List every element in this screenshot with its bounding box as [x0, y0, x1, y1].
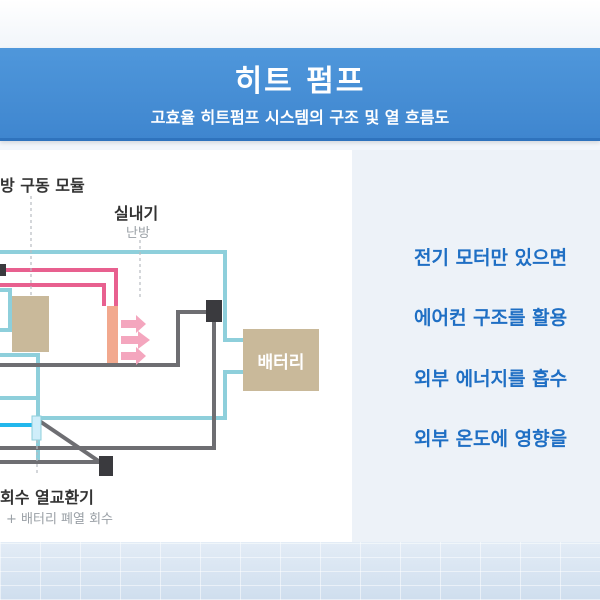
exchanger-box	[31, 415, 42, 441]
exchanger-label: 회수 열교환기	[0, 488, 94, 507]
hot-line-second	[0, 283, 106, 306]
point-2: 에어컨 구조를 활용	[414, 307, 568, 329]
warm-air-arrow-2	[121, 331, 150, 349]
indoor-unit-sublabel: 난방	[126, 226, 150, 241]
coolant-line-top	[0, 250, 243, 342]
floor-background	[0, 542, 600, 600]
hot-lines	[0, 268, 118, 306]
coolant-line-mid	[0, 288, 12, 332]
valve-top-left	[0, 264, 6, 276]
coolant-line-loop	[0, 370, 243, 420]
valve-right	[206, 300, 222, 322]
point-1: 전기 모터만 있으면	[414, 247, 568, 269]
warm-air-arrow-1	[121, 315, 146, 333]
page-title: 히트 펌프	[234, 64, 366, 99]
point-3: 외부 에너지를 흡수	[414, 368, 568, 390]
valve-bottom	[99, 456, 113, 476]
warm-air-arrows	[121, 315, 150, 365]
top-background	[0, 0, 600, 48]
battery-label: 배터리	[257, 352, 305, 373]
exchanger-sublabel: + 배터리 폐열 회수	[6, 512, 114, 527]
dark-line-right	[0, 320, 216, 450]
warm-air-arrow-3	[121, 347, 146, 365]
dark-line-upper	[0, 310, 206, 367]
drive-module-box	[12, 296, 49, 352]
coolant-line-bottom	[0, 440, 40, 464]
title-banner: 히트 펌프 고효율 히트펌프 시스템의 구조 및 열 흐름도	[0, 48, 600, 141]
page-subtitle: 고효율 히트펌프 시스템의 구조 및 열 흐름도	[150, 108, 450, 127]
text-panel	[352, 150, 600, 542]
leader-lines	[30, 196, 141, 476]
indoor-unit-heater	[107, 306, 118, 363]
module-label: 방 구동 모듈	[0, 176, 85, 195]
point-4: 외부 온도에 영향을	[414, 428, 568, 450]
hot-line-top	[0, 268, 118, 306]
battery-box	[243, 329, 319, 391]
indoor-unit-label: 실내기	[114, 204, 159, 223]
